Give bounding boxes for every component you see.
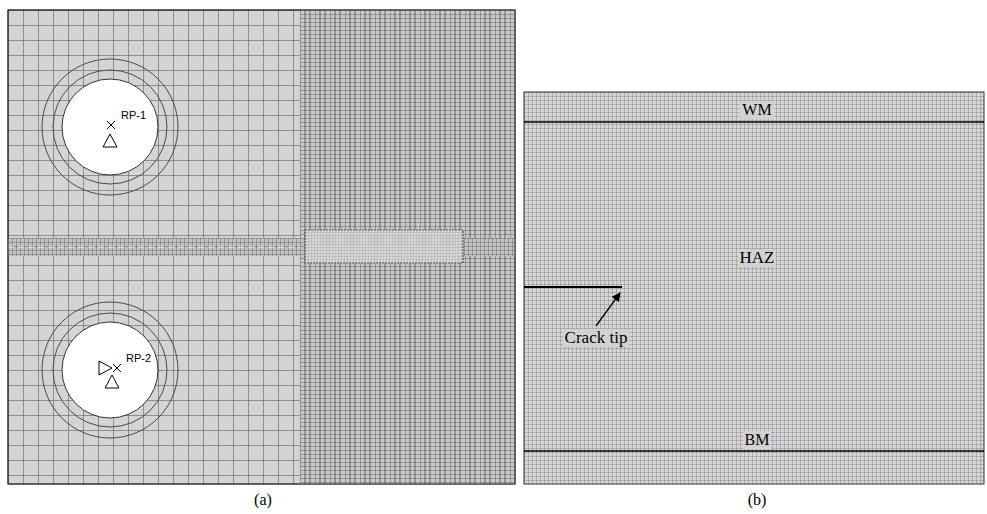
bm-boundary	[524, 450, 984, 452]
reference-point-symbol	[99, 361, 121, 388]
callout-label: Crack tip	[563, 329, 630, 348]
region-label: BM	[743, 431, 772, 449]
wm-boundary	[524, 121, 984, 123]
crack-line	[524, 286, 622, 288]
reference-point-label: RP-1	[119, 109, 148, 121]
panel-label: (a)	[252, 491, 274, 509]
panel-label: (b)	[746, 491, 769, 509]
panel-b-mesh	[524, 92, 984, 484]
reference-point-label: RP-2	[124, 352, 153, 364]
leader-arrow	[596, 293, 620, 326]
reference-point-symbol	[103, 121, 117, 147]
panel-a-mesh	[8, 10, 515, 484]
region-label: HAZ	[738, 249, 777, 268]
region-label: WM	[740, 101, 773, 119]
